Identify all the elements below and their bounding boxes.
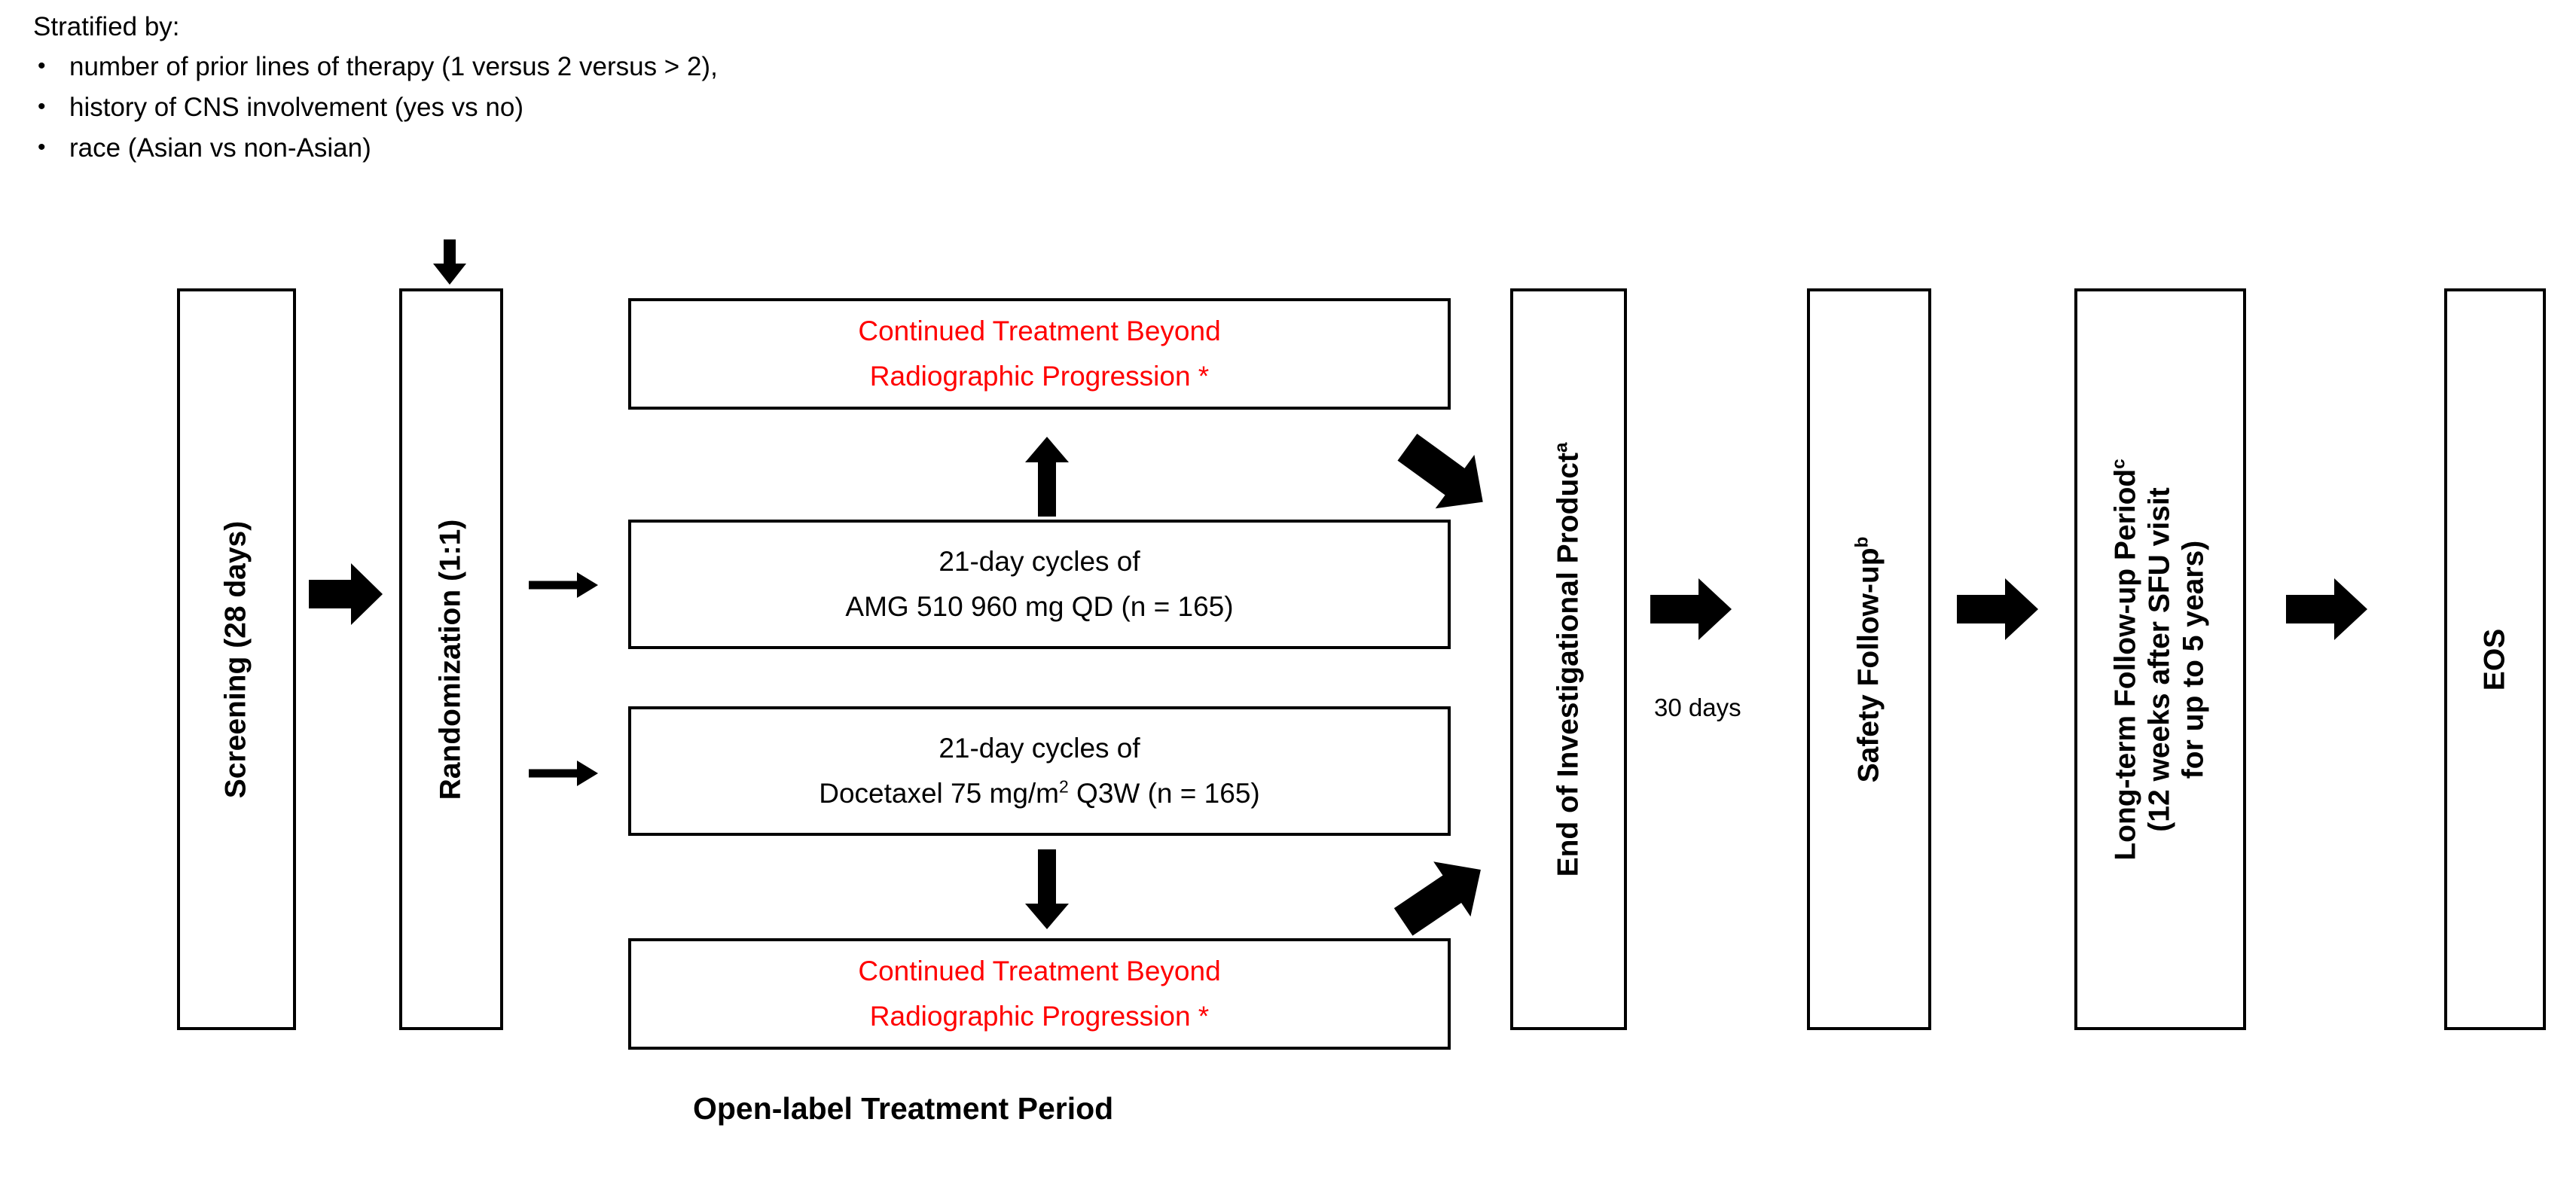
box-arm-docetaxel: 21-day cycles of Docetaxel 75 mg/m2 Q3W …	[628, 706, 1451, 836]
box-randomization-label: Randomization (1:1)	[434, 519, 467, 800]
ctbp-bottom-line2: Radiographic Progression *	[869, 1001, 1210, 1032]
randomization-to-amg-arrow-icon	[527, 569, 600, 602]
bullet-icon: •	[38, 135, 46, 160]
docetaxel-line1: 21-day cycles of	[939, 733, 1140, 764]
stratification-item: • number of prior lines of therapy (1 ve…	[33, 47, 1238, 87]
safety-followup-footnote: b	[1851, 536, 1872, 547]
screening-to-randomization-arrow-icon	[309, 563, 384, 625]
stratification-list: • number of prior lines of therapy (1 ve…	[33, 47, 1238, 169]
stratification-item: • race (Asian vs non-Asian)	[33, 128, 1238, 169]
box-arm-amg510-label: 21-day cycles of AMG 510 960 mg QD (n = …	[631, 539, 1448, 630]
end-of-ip-to-safety-arrow-icon	[1650, 578, 1733, 640]
end-of-ip-footnote: a	[1551, 442, 1572, 453]
amg-to-end-of-ip-arrow-icon	[1397, 431, 1496, 521]
box-screening-label: Screening (28 days)	[219, 520, 252, 798]
box-continued-treatment-top: Continued Treatment Beyond Radiographic …	[628, 298, 1451, 410]
thirty-days-label: 30 days	[1654, 694, 1741, 721]
long-term-followup-to-eos-arrow-icon	[2286, 578, 2369, 640]
docetaxel-superscript: 2	[1059, 776, 1069, 797]
box-end-of-investigational-product-label: End of Investigational Producta	[1551, 442, 1586, 876]
docetaxel-line2: Docetaxel 75 mg/m2 Q3W (n = 165)	[819, 778, 1259, 809]
box-continued-treatment-bottom: Continued Treatment Beyond Radiographic …	[628, 938, 1451, 1050]
bullet-icon: •	[38, 53, 46, 78]
ctbp-top-line2: Radiographic Progression *	[869, 361, 1210, 392]
stratification-item-label: race (Asian vs non-Asian)	[69, 133, 371, 163]
stratification-item-label: history of CNS involvement (yes vs no)	[69, 93, 523, 122]
stratification-item: • history of CNS involvement (yes vs no)	[33, 87, 1238, 128]
box-safety-followup: Safety Follow-upb	[1807, 288, 1931, 1030]
open-label-treatment-period-caption: Open-label Treatment Period	[693, 1091, 1114, 1126]
stratification-block: Stratified by: • number of prior lines o…	[33, 8, 1238, 169]
box-randomization: Randomization (1:1)	[399, 288, 503, 1030]
amg-line2: AMG 510 960 mg QD (n = 165)	[845, 591, 1234, 622]
ltfu-line3: for up to 5 years)	[2177, 540, 2210, 779]
docetaxel-dose: Docetaxel 75 mg/m	[819, 778, 1059, 809]
stratification-title: Stratified by:	[33, 12, 180, 41]
box-screening: Screening (28 days)	[177, 288, 296, 1030]
ltfu-footnote: c	[2108, 458, 2129, 469]
ctbp-bottom-line1: Continued Treatment Beyond	[858, 956, 1221, 986]
end-of-ip-text: End of Investigational Product	[1552, 452, 1585, 876]
ctbp-top-line1: Continued Treatment Beyond	[858, 316, 1221, 346]
randomization-to-docetaxel-arrow-icon	[527, 757, 600, 790]
docetaxel-to-end-of-ip-arrow-icon	[1393, 849, 1493, 940]
docetaxel-schedule: Q3W (n = 165)	[1068, 778, 1260, 809]
box-arm-amg510: 21-day cycles of AMG 510 960 mg QD (n = …	[628, 520, 1451, 649]
amg-line1: 21-day cycles of	[939, 546, 1140, 577]
box-long-term-followup-label: Long-term Follow-up Periodc (12 weeks aft…	[2108, 458, 2211, 861]
enrollment-down-arrow-icon	[426, 239, 473, 286]
box-eos: EOS	[2444, 288, 2546, 1030]
stratification-item-label: number of prior lines of therapy (1 vers…	[69, 52, 718, 81]
box-safety-followup-label: Safety Follow-upb	[1851, 536, 1886, 782]
box-eos-label: EOS	[2478, 628, 2511, 691]
safety-to-long-term-followup-arrow-icon	[1957, 578, 2040, 640]
bullet-icon: •	[38, 94, 46, 119]
box-continued-treatment-bottom-label: Continued Treatment Beyond Radiographic …	[631, 949, 1448, 1039]
ltfu-line2: (12 weeks after SFU visit	[2143, 486, 2176, 832]
safety-followup-text: Safety Follow-up	[1852, 547, 1885, 782]
ltfu-line1: Long-term Follow-up Period	[2109, 468, 2142, 861]
docetaxel-to-continued-treatment-arrow-icon	[1022, 849, 1072, 931]
amg-to-continued-treatment-arrow-icon	[1022, 437, 1072, 518]
box-arm-docetaxel-label: 21-day cycles of Docetaxel 75 mg/m2 Q3W …	[631, 726, 1448, 816]
box-end-of-investigational-product: End of Investigational Producta	[1510, 288, 1627, 1030]
box-continued-treatment-top-label: Continued Treatment Beyond Radiographic …	[631, 309, 1448, 399]
box-long-term-followup: Long-term Follow-up Periodc (12 weeks aft…	[2074, 288, 2246, 1030]
